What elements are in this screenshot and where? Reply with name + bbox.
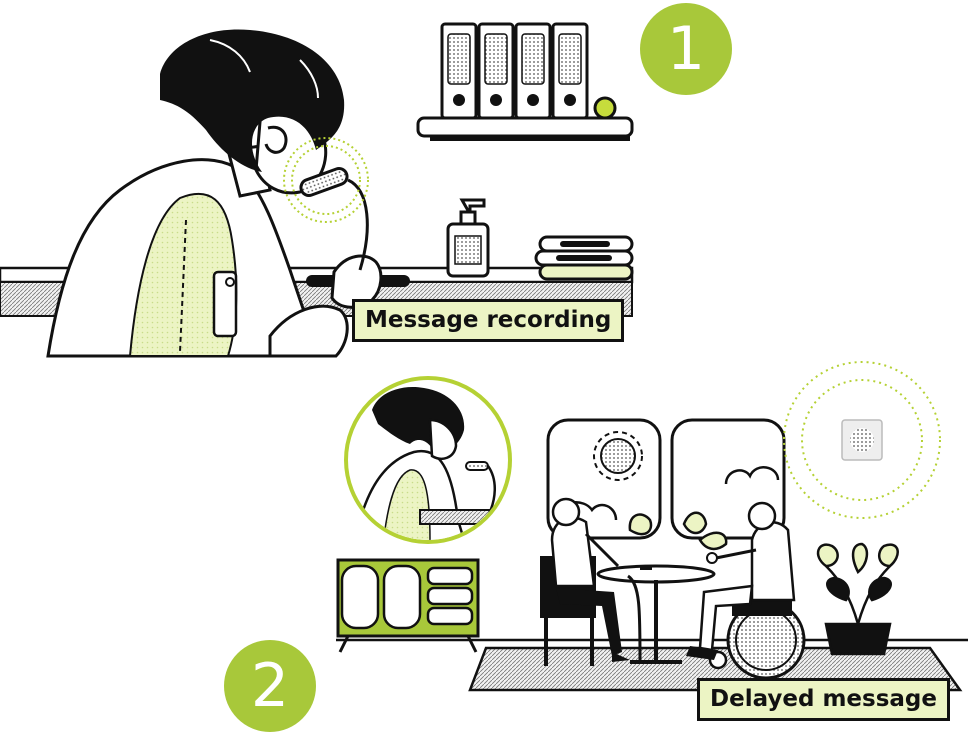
soap-bottle [446, 198, 490, 278]
man-in-wheelchair [686, 501, 806, 680]
scene-recording [0, 22, 634, 358]
woman-caregiver [46, 29, 383, 358]
step-2-badge: 2 [224, 640, 316, 732]
message-recording-label: Message recording [352, 299, 625, 342]
towel-stack [534, 235, 634, 281]
binders-shelf [416, 22, 634, 141]
delayed-message-label: Delayed message [697, 678, 950, 721]
dining-table [596, 564, 716, 664]
plant-leaves [628, 511, 728, 551]
seated-man-left [540, 497, 630, 666]
scene-delayed-message [336, 361, 968, 692]
caregiver-inset [344, 376, 512, 544]
potted-plant [816, 542, 899, 656]
step-1-badge: 1 [640, 3, 732, 95]
wall-speaker [783, 361, 941, 519]
sideboard-cabinet [336, 558, 480, 653]
